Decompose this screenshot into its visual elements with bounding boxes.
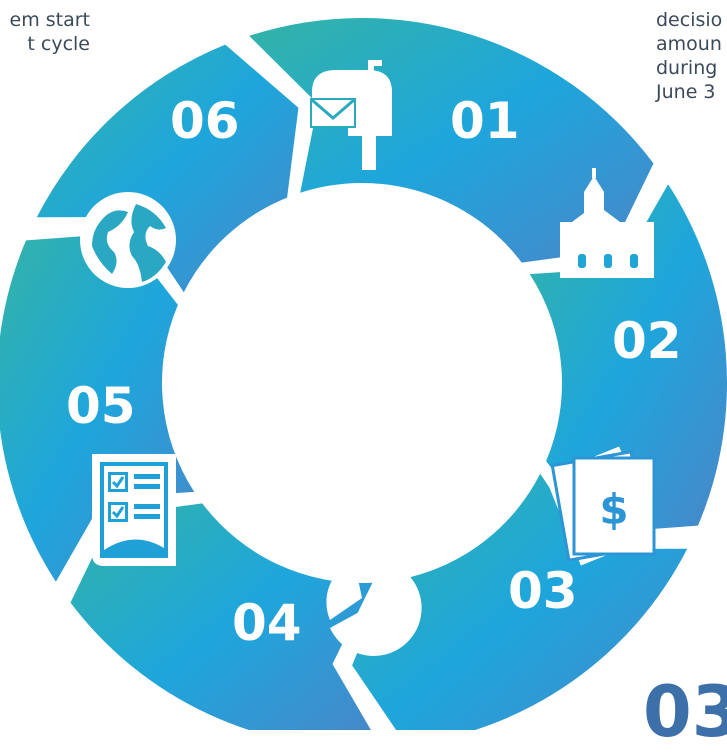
corner-step-number: 03 [643, 671, 727, 753]
left-partial-text: em start t cycle [0, 8, 91, 56]
right-text-line-3: during [656, 57, 718, 79]
dollar-document-icon: $ [544, 446, 656, 566]
right-text-line-4: June 3 [656, 81, 716, 103]
step-01-number: 01 [450, 92, 520, 150]
left-text-line-1: em start [9, 9, 91, 31]
globe-icon [80, 192, 176, 288]
svg-text:$: $ [599, 485, 628, 534]
step-03-number: 03 [508, 562, 578, 620]
right-text-line-2: amoun [656, 33, 722, 55]
ring-segment-06 [36, 44, 299, 293]
right-partial-text: decisio amoun during June 3 [656, 8, 722, 104]
right-text-line-1: decisio [656, 9, 723, 31]
left-text-line-2: t cycle [27, 33, 90, 55]
step-04-number: 04 [232, 594, 302, 652]
ring-segment-03 [352, 473, 688, 730]
pie-chart-icon [326, 559, 422, 656]
cycle-ring-diagram: 01 02 03 04 05 06 $ [0, 18, 727, 730]
mailbox-icon [310, 60, 392, 170]
step-05-number: 05 [66, 377, 136, 435]
step-02-number: 02 [612, 312, 682, 370]
ring-center-hole [192, 213, 532, 553]
checklist-icon [92, 454, 176, 566]
step-06-number: 06 [170, 92, 240, 150]
church-icon [560, 168, 654, 278]
